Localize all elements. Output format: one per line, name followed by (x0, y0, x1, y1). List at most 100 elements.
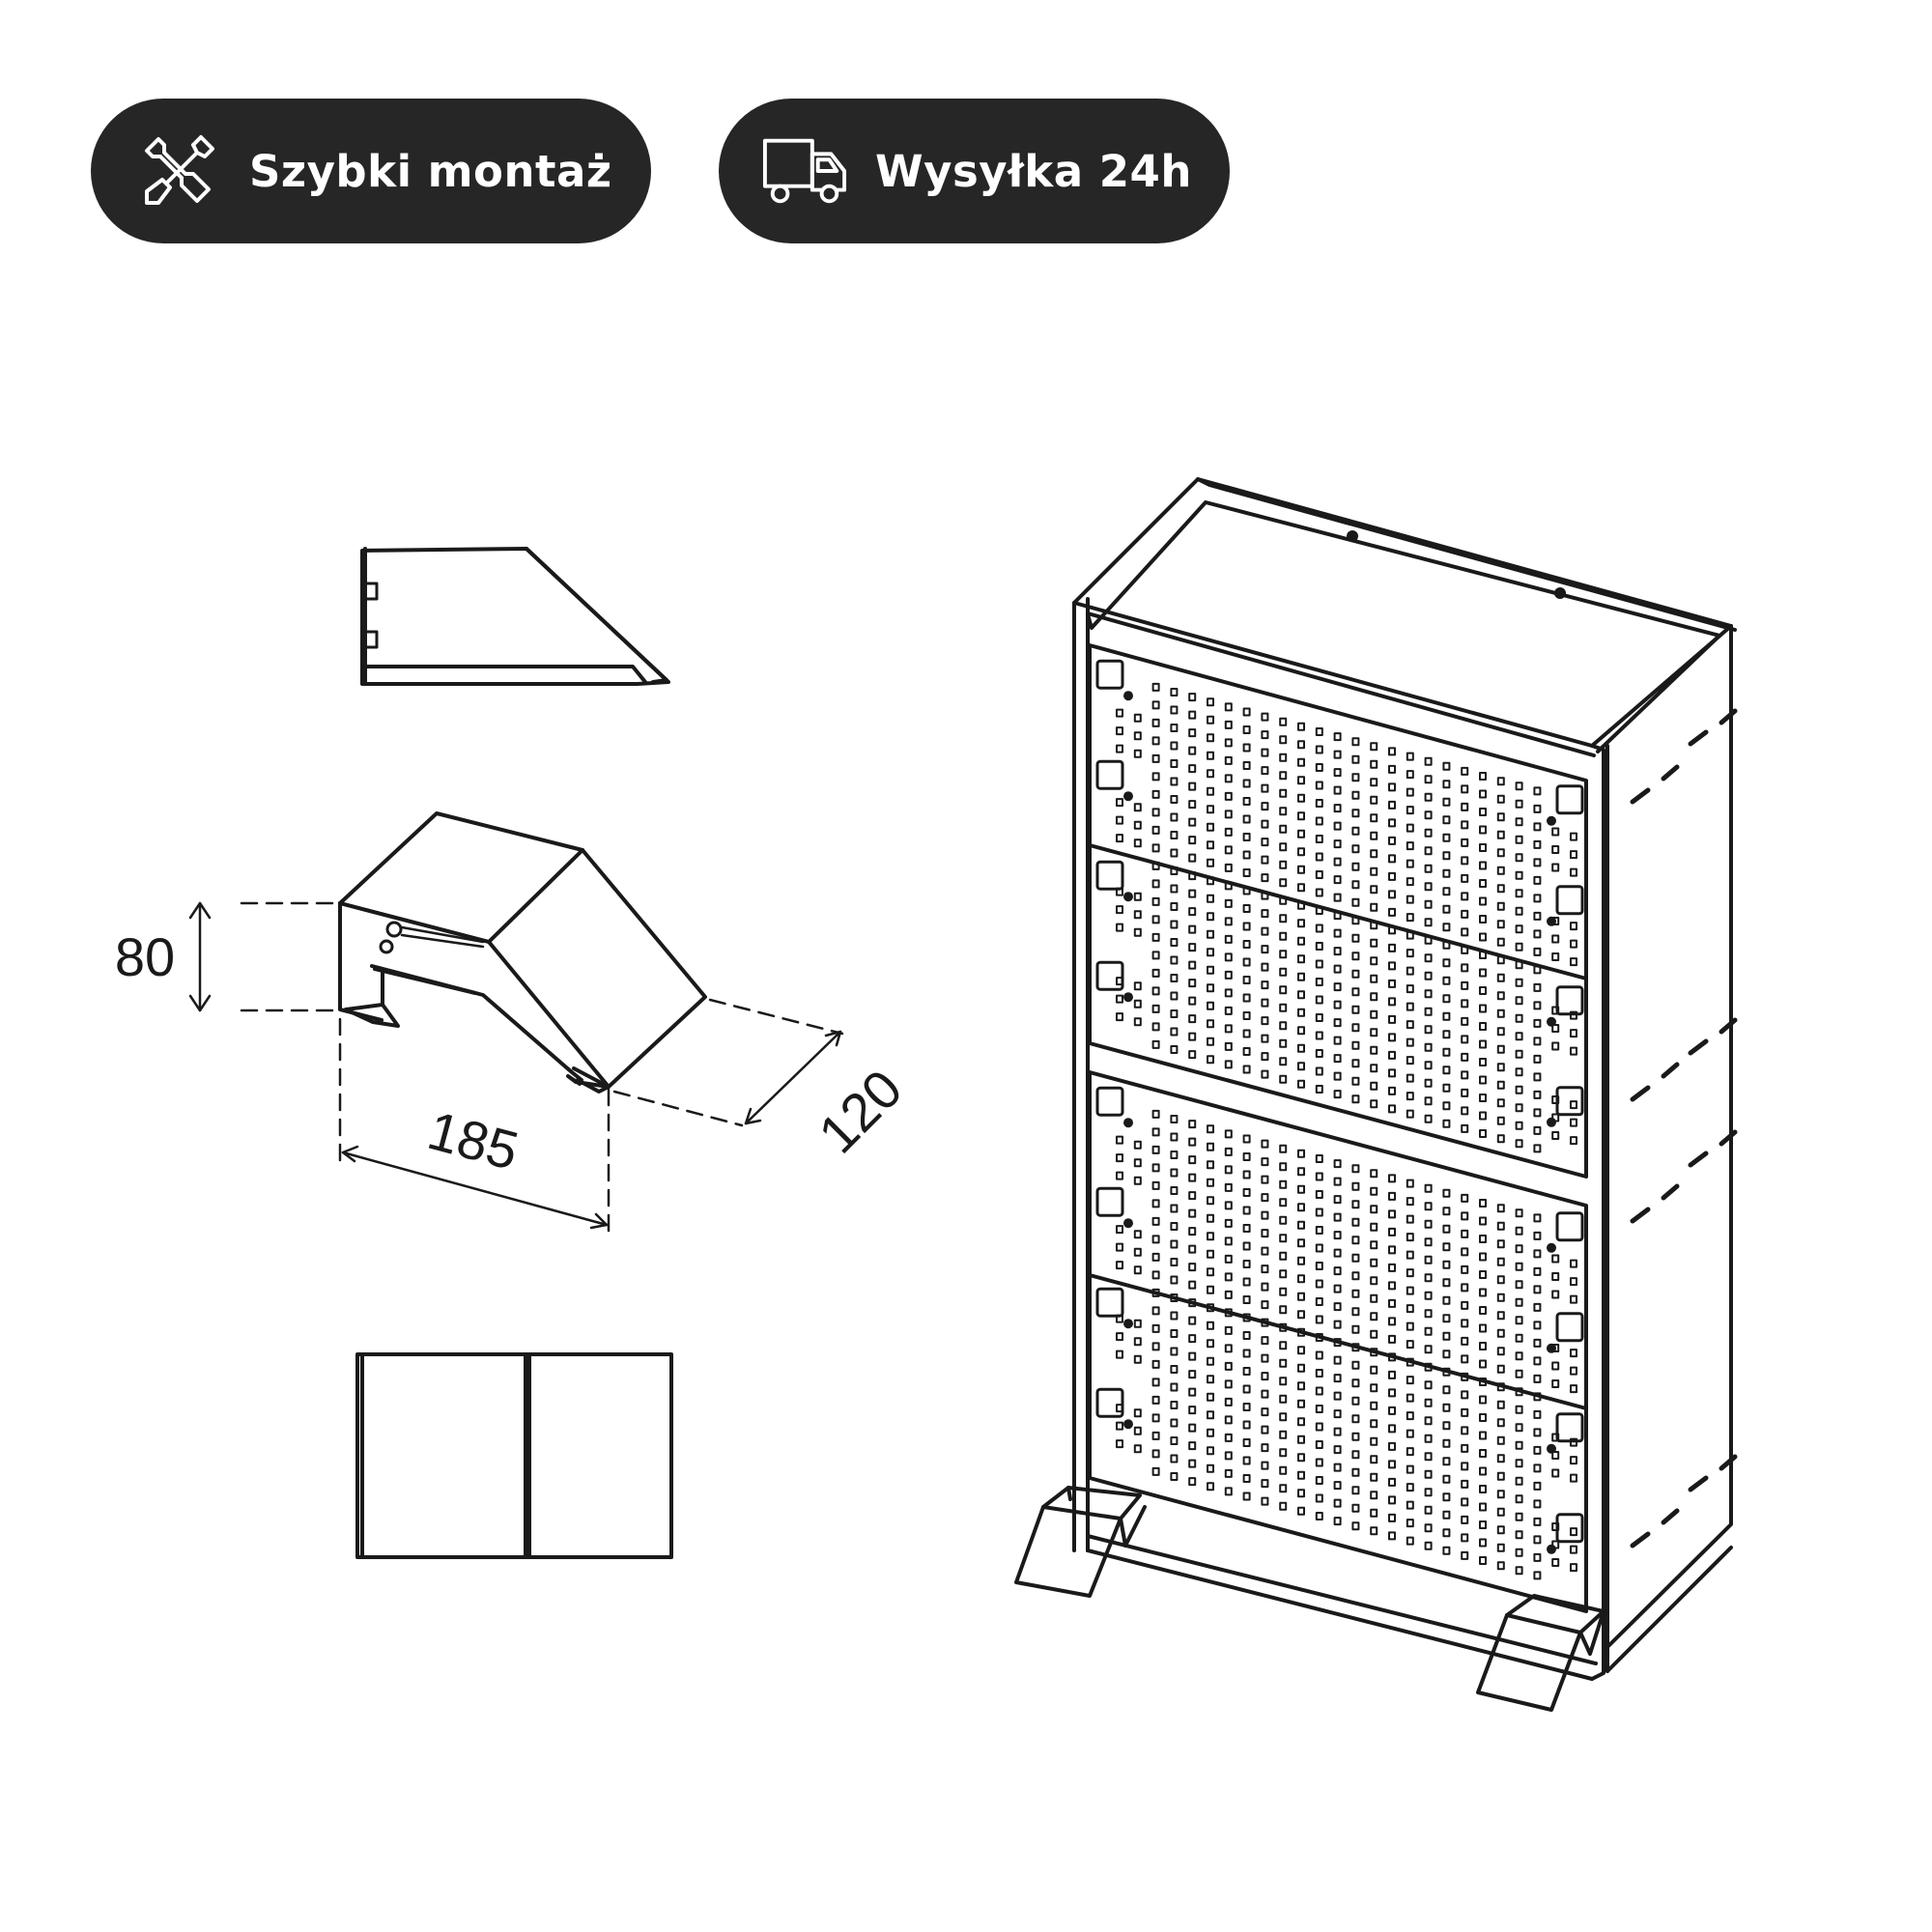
peg-hole (1170, 1347, 1179, 1356)
peg-hole (1279, 1287, 1288, 1296)
peg-hole (1551, 1254, 1560, 1264)
peg-hole (1207, 1178, 1214, 1187)
peg-hole (1315, 1208, 1323, 1217)
peg-hole (1424, 828, 1433, 838)
peg-hole (1496, 937, 1505, 947)
peg-hole (1442, 1457, 1451, 1466)
peg-hole (1297, 811, 1305, 821)
peg-hole (1370, 1064, 1378, 1073)
peg-hole (1224, 1451, 1233, 1461)
peg-hole (1370, 992, 1378, 1002)
peg-hole (1533, 982, 1542, 992)
peg-hole (1424, 1273, 1433, 1283)
peg-hole (1315, 835, 1323, 843)
peg-hole (1207, 1482, 1214, 1492)
peg-hole (1151, 1163, 1160, 1173)
peg-hole (1279, 771, 1288, 781)
peg-hole (1261, 1389, 1269, 1399)
peg-hole (1133, 1247, 1142, 1257)
peg-hole (1479, 1556, 1487, 1565)
peg-hole (1388, 1441, 1396, 1451)
peg-hole (1370, 1205, 1378, 1214)
peg-hole (1261, 998, 1269, 1008)
peg-hole (1533, 1338, 1542, 1348)
screw-dot (1123, 791, 1133, 802)
peg-hole (1570, 850, 1577, 860)
peg-hole (1279, 931, 1288, 941)
peg-hole (1279, 1430, 1288, 1439)
peg-hole (1533, 1517, 1542, 1526)
peg-hole (1351, 754, 1360, 764)
peg-hole (1151, 1109, 1160, 1119)
peg-hole (1188, 853, 1197, 863)
peg-hole (1188, 1191, 1197, 1201)
peg-hole (1515, 1139, 1523, 1149)
peg-hole (1388, 1050, 1396, 1060)
peg-hole (1151, 736, 1160, 746)
peg-hole (1151, 951, 1160, 960)
peg-hole (1188, 1406, 1197, 1415)
peg-hole (1151, 915, 1160, 924)
peg-hole (1279, 1198, 1288, 1208)
screw-dot (1123, 1118, 1133, 1128)
peg-hole (1533, 1231, 1542, 1240)
peg-hole (1533, 839, 1542, 849)
peg-hole (1442, 1385, 1451, 1395)
peg-hole (1388, 1370, 1396, 1379)
peg-hole (1188, 907, 1197, 917)
peg-hole (1315, 870, 1323, 879)
peg-hole (1515, 1049, 1523, 1059)
peg-hole (1279, 1501, 1288, 1511)
peg-hole (1297, 1453, 1305, 1463)
peg-hole (1207, 1213, 1214, 1223)
peg-hole (1297, 1043, 1305, 1053)
peg-hole (1442, 833, 1451, 842)
peg-hole (1442, 1492, 1451, 1502)
peg-hole (1151, 968, 1160, 978)
peg-hole (1515, 1530, 1523, 1540)
peg-hole (1406, 823, 1414, 833)
peg-hole (1442, 1350, 1451, 1359)
peg-hole (1570, 867, 1577, 877)
peg-hole (1479, 1502, 1487, 1512)
peg-hole (1570, 1384, 1577, 1394)
peg-hole (1479, 1022, 1487, 1031)
peg-hole (1351, 1253, 1360, 1263)
peg-hole (1461, 927, 1469, 937)
peg-hole (1351, 1378, 1360, 1388)
peg-hole (1351, 1005, 1360, 1014)
peg-hole (1424, 1416, 1433, 1426)
peg-hole (1297, 793, 1305, 803)
peg-hole (1333, 1159, 1342, 1169)
peg-hole (1297, 990, 1305, 1000)
peg-hole (1297, 1026, 1305, 1036)
peg-hole (1133, 927, 1142, 937)
peg-hole (1442, 1510, 1451, 1520)
peg-hole (1370, 1045, 1378, 1055)
peg-hole (1442, 1101, 1451, 1111)
peg-hole (1188, 1050, 1197, 1060)
peg-hole (1333, 1018, 1342, 1028)
peg-hole (1479, 1413, 1487, 1422)
peg-hole (1442, 1367, 1451, 1377)
peg-hole (1133, 1176, 1142, 1185)
peg-hole (1370, 902, 1378, 912)
peg-hole (1315, 942, 1323, 951)
peg-hole (1551, 1379, 1560, 1388)
peg-hole (1442, 761, 1451, 771)
peg-hole (1261, 712, 1269, 722)
peg-hole (1406, 984, 1414, 994)
peg-hole (1533, 1266, 1542, 1276)
peg-hole (1315, 1297, 1323, 1306)
peg-hole (1496, 1328, 1505, 1338)
peg-hole (1515, 1121, 1523, 1130)
peg-hole (1315, 1476, 1323, 1485)
peg-hole (1279, 735, 1288, 745)
peg-hole (1315, 1013, 1323, 1022)
peg-hole (1370, 1293, 1378, 1303)
peg-hole (1133, 1408, 1142, 1418)
peg-hole (1424, 1345, 1433, 1354)
peg-hole (1533, 1125, 1542, 1135)
peg-hole (1461, 1088, 1469, 1097)
peg-hole (1551, 1361, 1560, 1371)
